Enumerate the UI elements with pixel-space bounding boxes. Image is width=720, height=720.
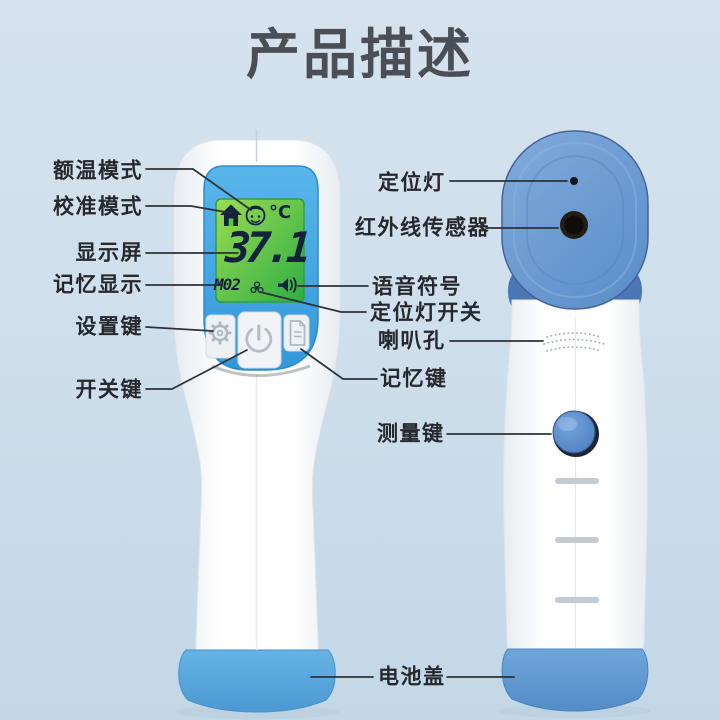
settings-key <box>205 314 236 359</box>
leader-memory-button <box>300 348 378 380</box>
label-calibration-mode: 校准模式 <box>53 194 143 219</box>
label-infrared-sensor: 红外线传感器 <box>355 215 490 240</box>
speaker-icon <box>278 277 297 293</box>
leader-positioning-light-switch <box>259 291 367 313</box>
speaker-hole-pattern <box>543 332 605 352</box>
document-icon <box>289 320 306 346</box>
bezel-chin-shadow <box>211 364 311 377</box>
memory-key <box>283 314 310 352</box>
lcd-memory-readout: M02 <box>214 275 241 294</box>
front-battery-cover <box>178 649 336 713</box>
thermometer-front-view <box>173 129 341 713</box>
leader-calibration-mode <box>145 205 232 214</box>
infrared-sensor-core <box>564 215 584 235</box>
grip-ridges <box>555 478 599 603</box>
lcd-unit-celsius: °C <box>269 202 292 223</box>
page-title: 产品描述 <box>246 23 474 86</box>
leader-lines <box>145 168 568 678</box>
label-display-screen: 显示屏 <box>75 240 143 265</box>
head-ridge-outer <box>513 142 637 298</box>
back-battery-cover <box>501 648 649 712</box>
measure-trigger-button <box>552 410 599 457</box>
label-voice-symbol: 语音符号 <box>372 274 462 299</box>
gear-icon <box>208 321 232 345</box>
label-memory-button: 记忆键 <box>380 366 448 391</box>
leader-power-button <box>145 349 248 390</box>
power-key <box>237 311 282 369</box>
label-battery-cover: 电池盖 <box>378 664 446 689</box>
label-positioning-light: 定位灯 <box>378 170 446 195</box>
label-measure-button: 测量键 <box>377 421 445 446</box>
lcd-temperature-readout: 37.1 <box>223 223 309 272</box>
leader-settings-button <box>145 326 214 332</box>
positioning-light-dot <box>570 177 578 185</box>
label-power-button: 开关键 <box>75 377 143 402</box>
house-icon <box>220 204 242 226</box>
label-positioning-light-switch: 定位灯开关 <box>370 300 483 325</box>
power-icon <box>245 324 273 353</box>
label-speaker-holes: 喇叭孔 <box>378 328 446 353</box>
leader-forehead-mode <box>145 168 252 211</box>
label-memory-display: 记忆显示 <box>53 272 143 297</box>
thermometer-back-view <box>501 130 649 712</box>
label-settings-button: 设置键 <box>75 314 143 339</box>
positioning-light-icon <box>250 281 264 294</box>
label-forehead-mode: 额温模式 <box>53 158 143 183</box>
smiley-face-icon <box>245 205 266 226</box>
head-ridge-inner <box>526 155 624 285</box>
